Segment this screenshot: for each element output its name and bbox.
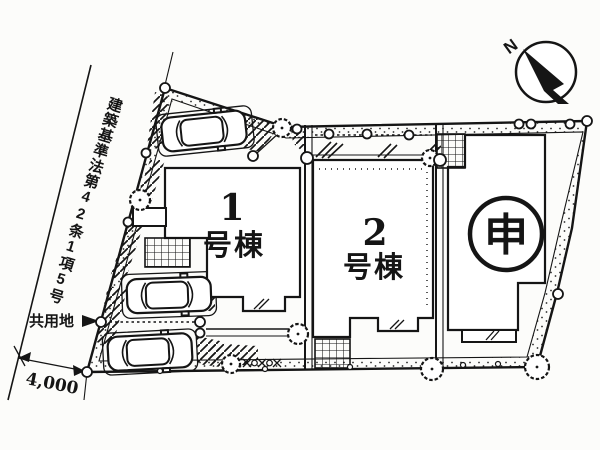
porch-slash-icon	[253, 298, 270, 310]
building-2-suffix: 号棟	[343, 251, 405, 284]
chain-barrier-icon	[242, 358, 282, 368]
building-1-suffix: 号棟	[203, 229, 265, 262]
building-2-footprint	[311, 158, 435, 339]
building-1-label: 1 号棟	[203, 187, 265, 262]
callout-arrow-icon	[82, 315, 99, 327]
common-area-callout: 共用地	[29, 312, 196, 330]
status-badge: 申	[467, 195, 545, 273]
status-badge-text: 申	[484, 211, 528, 260]
boundary-points	[81, 82, 593, 378]
building-2-label: 2 号棟	[343, 212, 405, 284]
tree-icons	[128, 117, 551, 382]
building-2-number: 2	[362, 212, 387, 254]
building-1-footprint	[132, 166, 302, 313]
car-icon	[105, 327, 195, 377]
car-icon	[125, 271, 213, 319]
terrace-grids	[144, 133, 466, 369]
dimension-arrow-left-icon	[18, 352, 31, 362]
building-1-number: 1	[219, 187, 244, 229]
north-compass-icon: N	[500, 35, 578, 104]
dimension-arrow-right-icon	[73, 365, 85, 376]
compass-needle-icon	[523, 49, 569, 104]
common-area-label: 共用地	[29, 312, 74, 330]
road-edge-line	[7, 64, 92, 401]
lot1-south-border	[206, 328, 290, 368]
porch-slash-icon	[389, 319, 405, 330]
porch-slash-icon	[485, 330, 500, 341]
